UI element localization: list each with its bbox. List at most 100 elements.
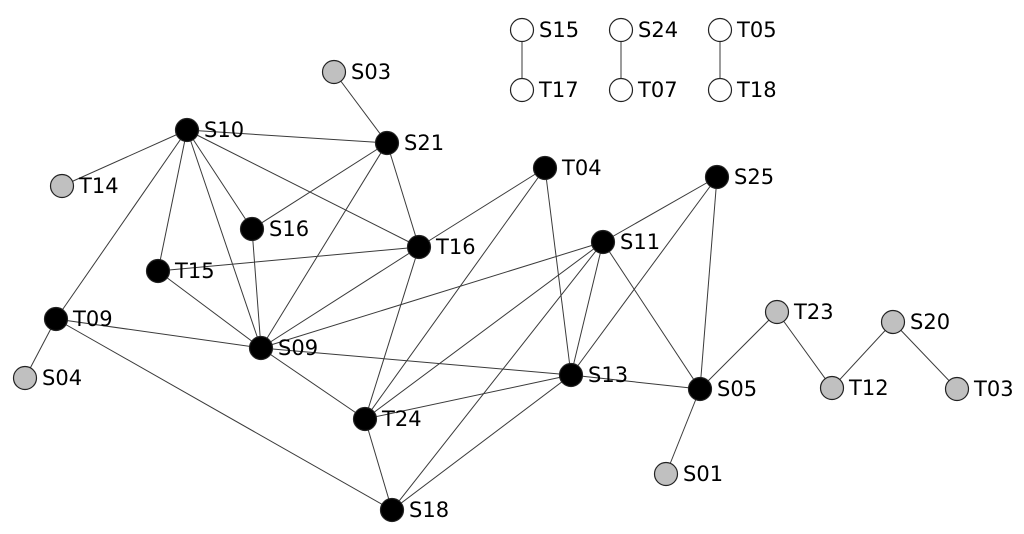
node-t17: T17 [509,77,579,103]
node-label-t17: T17 [538,78,579,102]
node-label-s11: S11 [620,230,660,254]
node-label-t15: T15 [174,259,215,283]
node-label-s15: S15 [539,18,579,42]
edge-s10-t16 [186,129,420,248]
edge-t04-s13 [544,167,572,376]
node-label-t09: T09 [72,307,113,331]
node-label-t16: T16 [435,235,476,259]
edge-s09-t24 [260,347,366,420]
node-circle-t24 [352,406,378,432]
node-circle-s15 [509,17,535,43]
node-label-t23: T23 [793,300,834,324]
edge-t04-t24 [364,167,546,420]
node-label-t05: T05 [736,18,777,42]
node-label-t14: T14 [78,174,119,198]
edge-t16-s09 [260,246,420,349]
edge-s11-s25 [602,176,718,243]
edge-s11-s05 [602,241,701,390]
node-label-s25: S25 [734,165,774,189]
node-label-s18: S18 [409,498,449,522]
edge-layer [24,30,958,511]
node-circle-s11 [590,229,616,255]
node-circle-t05 [707,17,733,43]
node-circle-t07 [608,77,634,103]
node-s20: S20 [880,309,950,335]
node-circle-s09 [248,335,274,361]
node-t12: T12 [819,375,889,401]
node-t16: T16 [406,234,476,260]
edge-s10-t15 [157,129,188,272]
node-circle-t18 [707,77,733,103]
node-circle-t16 [406,234,432,260]
edge-t09-s18 [55,318,393,511]
node-circle-s01 [653,461,679,487]
node-s13: S13 [558,362,628,388]
edge-t23-t12 [776,311,833,389]
node-circle-s24 [608,17,634,43]
node-label-s24: S24 [638,18,678,42]
node-t18: T18 [707,77,777,103]
node-label-s04: S04 [42,366,82,390]
node-label-t18: T18 [736,78,777,102]
edge-t15-s09 [157,270,262,349]
edge-s10-s16 [186,129,253,230]
edge-t24-s18 [364,418,393,511]
node-circle-s25 [704,164,730,190]
node-s24: S24 [608,17,678,43]
node-t09: T09 [43,306,113,332]
node-circle-s20 [880,309,906,335]
node-s16: S16 [239,216,309,242]
edge-s03-s21 [333,71,388,144]
edge-s21-s16 [251,142,388,230]
node-s11: S11 [590,229,660,255]
node-circle-t04 [532,155,558,181]
edge-t12-s20 [831,321,894,389]
node-t07: T07 [608,77,678,103]
node-s03: S03 [321,59,391,85]
edge-s10-t09 [55,129,188,320]
node-label-t04: T04 [561,156,602,180]
node-s25: S25 [704,164,774,190]
node-circle-t03 [944,376,970,402]
edge-s13-s18 [391,374,572,511]
node-t15: T15 [145,258,215,284]
edge-s11-t24 [364,241,604,420]
node-s10: S10 [174,117,244,143]
node-label-s20: S20 [910,310,950,334]
node-t05: T05 [707,17,777,43]
edge-s21-s09 [260,142,388,349]
edge-t16-t24 [364,246,420,420]
edge-s09-s13 [260,347,572,376]
node-circle-s05 [687,376,713,402]
node-s18: S18 [379,497,449,523]
node-circle-t12 [819,375,845,401]
edge-s11-s09 [260,241,604,349]
node-s01: S01 [653,461,723,487]
edge-s10-s09 [186,129,262,349]
node-t24: T24 [352,406,422,432]
node-circle-s13 [558,362,584,388]
node-circle-s10 [174,117,200,143]
edge-s11-s18 [391,241,604,511]
node-label-s01: S01 [683,462,723,486]
edge-s05-t23 [699,311,778,390]
node-circle-s18 [379,497,405,523]
node-circle-t15 [145,258,171,284]
node-t03: T03 [944,376,1014,402]
node-circle-s03 [321,59,347,85]
node-label-t07: T07 [637,78,678,102]
node-s04: S04 [12,365,82,391]
node-label-s21: S21 [404,131,444,155]
node-s09: S09 [248,335,318,361]
edge-s25-s13 [570,176,718,376]
node-circle-t14 [49,173,75,199]
edge-t24-s13 [364,374,572,420]
node-t04: T04 [532,155,602,181]
node-label-s09: S09 [278,336,318,360]
node-circle-s21 [374,130,400,156]
node-label-t12: T12 [848,376,889,400]
node-label-s13: S13 [588,363,628,387]
